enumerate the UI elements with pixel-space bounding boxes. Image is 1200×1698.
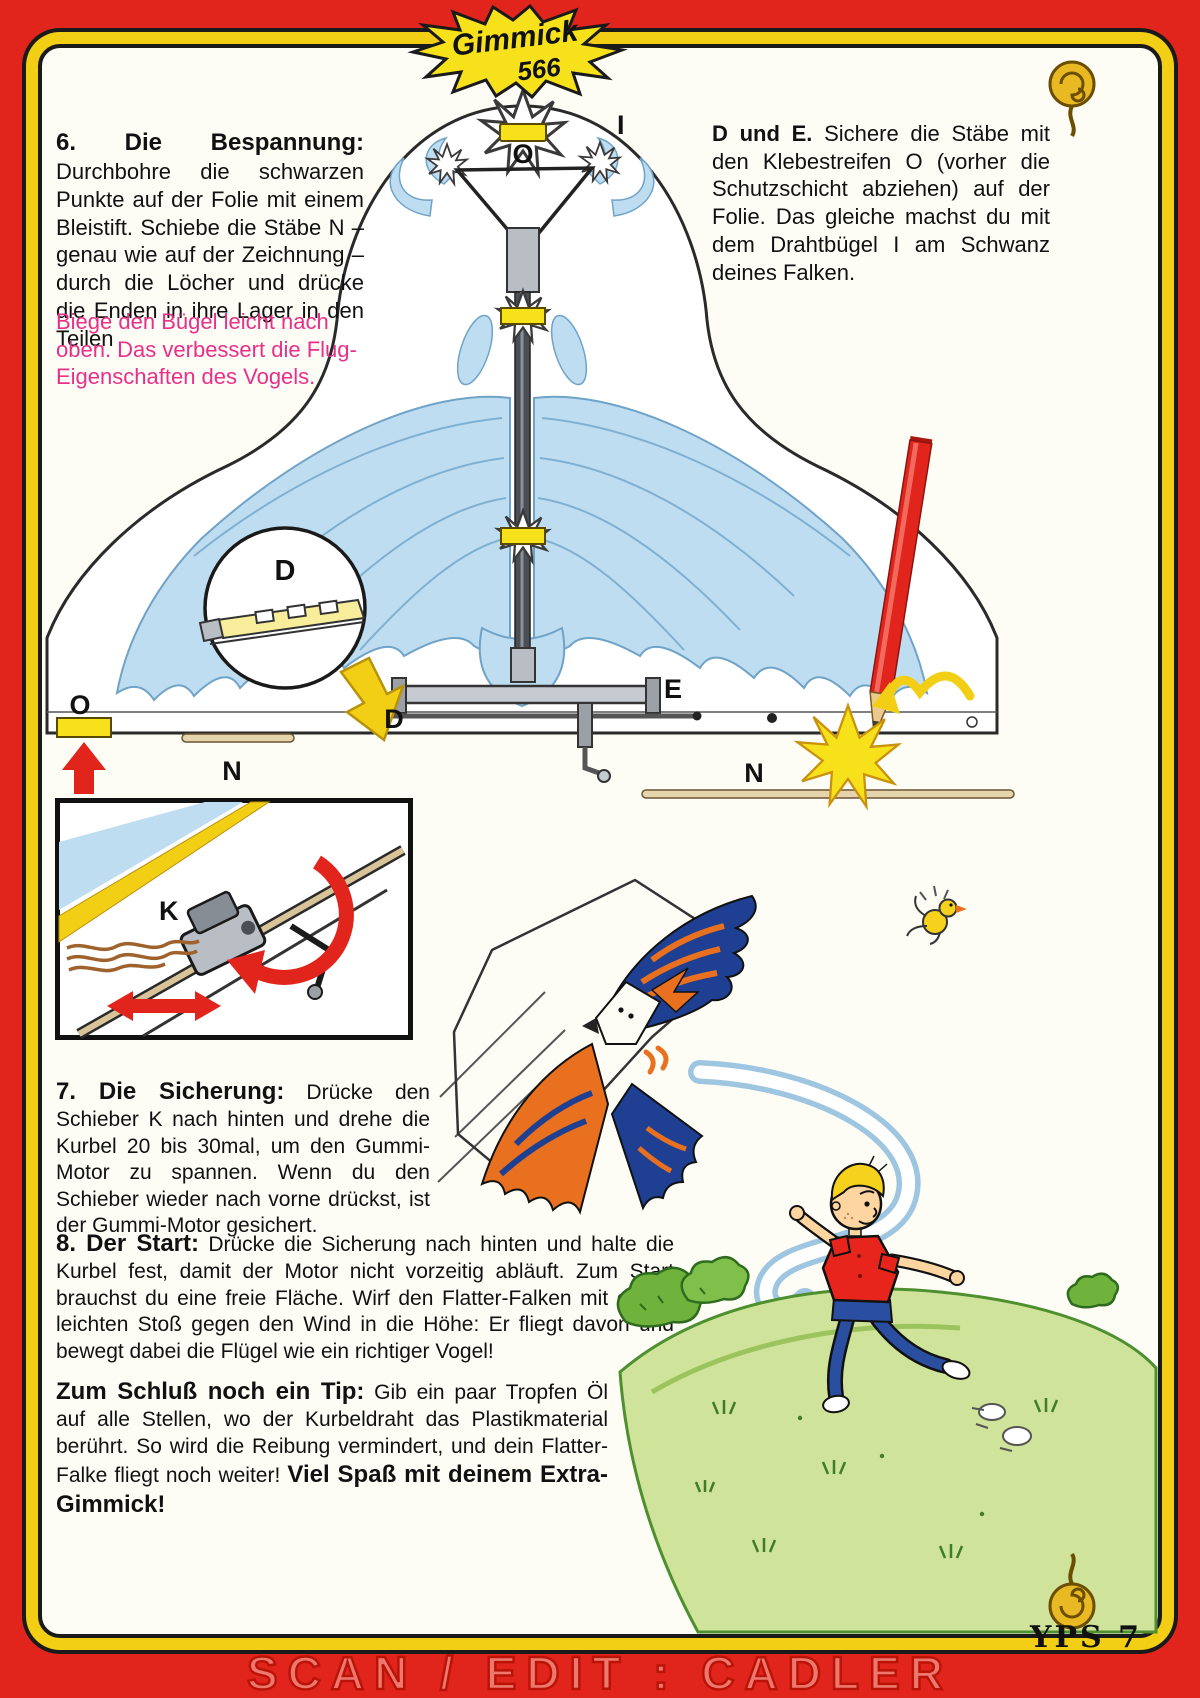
assembly-diagram: D O I D E O N N <box>45 88 1015 808</box>
red-up-arrow <box>62 742 106 794</box>
crossbar-mechanism <box>372 677 777 783</box>
section-6-text: 6. Die Bespannung: Durchbohre die schwar… <box>56 129 364 351</box>
pink-note: Biege den Bügel leicht nach oben. Das ve… <box>56 309 357 390</box>
yellow-bounce-arrow <box>872 671 975 714</box>
wire-bracket <box>426 88 621 253</box>
rotation-arrow <box>247 855 354 985</box>
rubber-band <box>66 939 200 973</box>
flying-scene <box>437 878 1158 1634</box>
corner-ornament-top <box>1048 60 1096 138</box>
center-spine <box>496 227 550 683</box>
label-n-right: N <box>744 758 764 788</box>
tip-emphasis: Viel Spaß mit deinem Extra-Gimmick! <box>56 1461 608 1519</box>
tip-text: Zum Schluß noch ein Tip: Gib ein paar Tr… <box>56 1378 608 1519</box>
section-8-text: 8. Der Start: Drücke die Sicherung nach … <box>56 1230 674 1363</box>
top-right-lead: D und E. <box>712 121 813 146</box>
corner-ornament-bottom <box>1048 1552 1096 1630</box>
flight-swoosh <box>688 1060 921 1322</box>
small-bird <box>906 885 967 945</box>
slide-arrow <box>107 991 221 1021</box>
template-outline <box>452 878 714 1186</box>
label-n-left: N <box>222 756 242 786</box>
sticks-and-tape <box>56 717 1015 799</box>
detail-circle-d: D <box>198 526 367 690</box>
section-6-heading: 6. Die Bespannung: <box>56 129 364 156</box>
section-7-heading: 7. Die Sicherung: <box>56 1078 285 1105</box>
banner-number: 566 <box>516 51 563 86</box>
label-e-part: E <box>664 674 682 704</box>
scan-watermark: SCAN / EDIT : CADLER <box>246 1646 953 1698</box>
section-7-text: 7. Die Sicherung: Drücke den Schieber K … <box>56 1078 430 1238</box>
label-d-inset: D <box>275 555 296 587</box>
falcon <box>480 894 757 1215</box>
label-o-tape: O <box>69 690 90 720</box>
tip-heading: Zum Schluß noch ein Tip: <box>56 1378 365 1405</box>
label-i-wire: I <box>617 110 625 140</box>
dust-puffs <box>971 1403 1032 1452</box>
bushes <box>616 1256 1120 1328</box>
running-boy <box>789 1155 971 1414</box>
label-d-part: D <box>384 704 404 734</box>
section-8-heading: 8. Der Start: <box>56 1230 200 1257</box>
gimmick-banner: Gimmick 566 <box>407 3 628 100</box>
label-o-top: O <box>512 139 533 169</box>
label-k: K <box>159 896 179 926</box>
slider-mechanism <box>179 890 267 976</box>
hill <box>618 1287 1158 1634</box>
top-right-text: D und E. Sichere die Stäbe mit den Klebe… <box>712 121 1051 285</box>
yellow-block-arrow <box>339 656 406 743</box>
page-number: YPS 7 <box>1030 1620 1142 1655</box>
crank-detail-inset: K <box>55 798 413 1040</box>
